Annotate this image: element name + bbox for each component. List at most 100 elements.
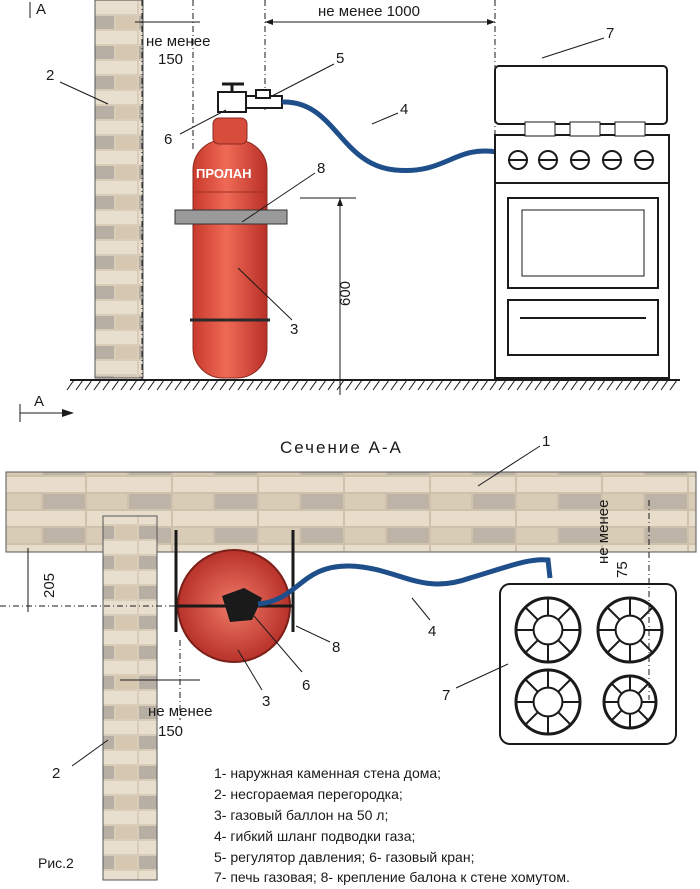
hatch-stroke: [498, 379, 507, 391]
hatch-stroke: [345, 379, 354, 391]
height-arrow-top: [337, 198, 343, 206]
burner-spoke: [524, 639, 539, 654]
burner-spoke: [524, 606, 539, 621]
elevation-callouts: 2 5 6 4 7 8 3: [46, 25, 614, 338]
hatch-stroke: [408, 379, 417, 391]
legend-item-5: 5- регулятор давления; 6- газовый кран;: [214, 849, 474, 865]
callout-4-top: 4: [400, 101, 408, 118]
hatch-stroke: [363, 379, 372, 391]
plan-wall-gap-value: 150: [158, 723, 183, 740]
hatch-stroke: [129, 379, 138, 391]
hatch-stroke: [471, 379, 480, 391]
hatch-stroke: [174, 379, 183, 391]
section-title: Сечение А-А: [280, 438, 403, 457]
legend-item-6: 7- печь газовая; 8- крепление балона к с…: [214, 869, 570, 885]
plan-callouts: 1 2 3 4 6 7 8: [52, 433, 550, 782]
hatch-stroke: [444, 379, 453, 391]
hatch-stroke: [588, 379, 597, 391]
burner-spoke: [637, 709, 650, 722]
hatch-stroke: [165, 379, 174, 391]
burner-spoke: [606, 639, 621, 654]
hatch-stroke: [102, 379, 111, 391]
hatch-stroke: [516, 379, 525, 391]
hatch-stroke: [237, 379, 246, 391]
cylinder-label: ПРОЛАН: [196, 166, 252, 181]
hatch-stroke: [147, 379, 156, 391]
hatch-stroke: [138, 379, 147, 391]
hatch-stroke: [201, 379, 210, 391]
hatch-stroke: [246, 379, 255, 391]
hatch-stroke: [579, 379, 588, 391]
hatch-stroke: [624, 379, 633, 391]
burner-spoke: [610, 682, 623, 695]
hatch-stroke: [255, 379, 264, 391]
hatch-stroke: [417, 379, 426, 391]
hatch-stroke: [327, 379, 336, 391]
callout-5: 5: [336, 50, 344, 67]
gas-stove-plan: [499, 583, 677, 745]
callout-8-top: 8: [317, 160, 325, 177]
flexible-gas-hose-elevation: [281, 99, 498, 174]
hatch-stroke: [192, 379, 201, 391]
hatch-stroke: [219, 379, 228, 391]
legend: 1- наружная каменная стена дома; 2- несг…: [214, 765, 570, 885]
callout-6-top: 6: [164, 131, 172, 148]
hatch-stroke: [570, 379, 579, 391]
callout-3-bottom: 3: [262, 693, 270, 710]
figure-caption: Рис.2: [38, 855, 74, 871]
hatch-stroke: [66, 379, 75, 391]
hatch-stroke: [453, 379, 462, 391]
callout-1: 1: [542, 433, 550, 450]
plan-stove-gap-label: не менее: [595, 500, 612, 564]
stove-gap-label: не менее 1000: [318, 3, 420, 20]
callout-7-top: 7: [606, 25, 614, 42]
height-value: 600: [337, 281, 354, 306]
hatch-stroke: [381, 379, 390, 391]
cylinder-valve-plan: [222, 588, 262, 622]
hatch-stroke: [354, 379, 363, 391]
plan-stove-gap-value: 75: [614, 561, 631, 578]
burner-spoke: [637, 682, 650, 695]
hatch-stroke: [300, 379, 309, 391]
flexible-gas-hose-plan: [257, 557, 553, 607]
hatch-stroke: [480, 379, 489, 391]
hatch-stroke: [156, 379, 165, 391]
section-mark-bottom: А: [34, 393, 44, 410]
stove-knobs: [508, 150, 654, 170]
callout-4-bottom: 4: [428, 623, 436, 640]
hatch-stroke: [390, 379, 399, 391]
legend-item-4: 4- гибкий шланг подводки газа;: [214, 828, 415, 844]
hatch-stroke: [561, 379, 570, 391]
burner-spoke: [610, 709, 623, 722]
callout-3-top: 3: [290, 321, 298, 338]
legend-item-1: 1- наружная каменная стена дома;: [214, 765, 441, 781]
floor-hatching: [66, 379, 678, 391]
burner-spoke: [524, 678, 539, 693]
callout-8-bottom: 8: [332, 639, 340, 656]
wall-gap-value: 150: [158, 51, 183, 68]
burner-spoke: [639, 606, 654, 621]
hatch-stroke: [642, 379, 651, 391]
gas-stove-elevation: [494, 65, 670, 379]
hatch-stroke: [210, 379, 219, 391]
hatch-stroke: [120, 379, 129, 391]
callout-6-bottom: 6: [302, 677, 310, 694]
burner-spoke: [639, 639, 654, 654]
hatch-stroke: [291, 379, 300, 391]
legend-item-3: 3- газовый баллон на 50 л;: [214, 807, 388, 823]
valve-and-regulator: [217, 82, 283, 113]
hatch-stroke: [669, 379, 678, 391]
callout-7-bottom: 7: [442, 687, 450, 704]
callout-2-top: 2: [46, 67, 54, 84]
hatch-stroke: [543, 379, 552, 391]
hatch-stroke: [651, 379, 660, 391]
hatch-stroke: [273, 379, 282, 391]
burner-spoke: [557, 711, 572, 726]
cylinder-wall-clamp-elevation: [174, 209, 288, 225]
hatch-stroke: [660, 379, 669, 391]
hatch-stroke: [597, 379, 606, 391]
hatch-stroke: [606, 379, 615, 391]
hatch-stroke: [489, 379, 498, 391]
hatch-stroke: [336, 379, 345, 391]
